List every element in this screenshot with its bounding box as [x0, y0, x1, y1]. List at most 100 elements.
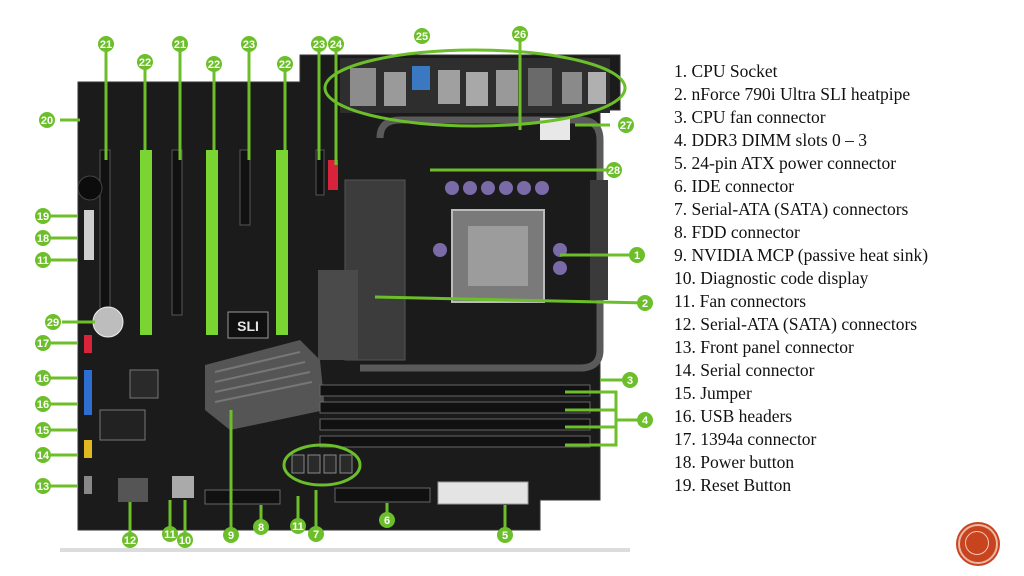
- callout-number: 21: [100, 39, 112, 51]
- callout-marker: [35, 335, 51, 351]
- callout-marker: [290, 518, 306, 534]
- callout-number: 12: [124, 535, 136, 547]
- callout-number: 22: [208, 59, 220, 71]
- legend-item: 17. 1394a connector: [674, 429, 817, 449]
- sli-badge: [227, 311, 269, 339]
- component-legend: 1. CPU Socket 2. nForce 790i Ultra SLI h…: [674, 60, 1014, 497]
- callout-marker: [137, 54, 153, 70]
- callout-number: 28: [608, 165, 620, 177]
- callout-marker: [253, 519, 269, 535]
- callout-marker: [35, 370, 51, 386]
- callout-marker: [512, 26, 528, 42]
- callout-number: 16: [37, 373, 49, 385]
- callout-number: 6: [384, 515, 390, 527]
- callout-marker: [618, 117, 634, 133]
- callout-marker: [172, 36, 188, 52]
- legend-item: 8. FDD connector: [674, 222, 800, 242]
- callout-number: 11: [292, 521, 304, 533]
- mcp-heatsink: [205, 340, 325, 430]
- legend-item: 16. USB headers: [674, 406, 793, 426]
- callout-marker: [35, 230, 51, 246]
- callout-marker: [35, 478, 51, 494]
- ide-connector: [334, 487, 431, 503]
- callout-number: 29: [47, 317, 59, 329]
- callout-number: 27: [620, 120, 632, 132]
- legend-item: 12. Serial-ATA (SATA) connectors: [674, 314, 918, 334]
- callout-marker: [606, 162, 622, 178]
- legend-item: 1. CPU Socket: [674, 61, 778, 81]
- next-slide-button[interactable]: [958, 524, 998, 564]
- callout-marker: [223, 527, 239, 543]
- callout-marker: [308, 526, 324, 542]
- callout-marker: [311, 36, 327, 52]
- fdd-connector: [204, 489, 281, 505]
- legend-item: 11. Fan connectors: [674, 291, 807, 311]
- legend-item: 15. Jumper: [674, 383, 752, 403]
- callout-lines: [43, 40, 646, 538]
- callout-number: 16: [37, 399, 49, 411]
- motherboard-illustration: SLI: [35, 26, 653, 552]
- legend-item: 9. NVIDIA MCP (passive heat sink): [674, 245, 929, 265]
- callout-number: 25: [416, 31, 428, 43]
- legend-item: 6. IDE connector: [674, 176, 795, 196]
- callout-number: 2: [642, 298, 648, 310]
- callout-number: 19: [37, 211, 49, 223]
- legend-item: 4. DDR3 DIMM slots 0 – 3: [674, 130, 868, 150]
- callout-number: 26: [514, 29, 526, 41]
- callout-marker: [35, 422, 51, 438]
- callout-marker: [637, 295, 653, 311]
- motherboard-diagram: SLI: [35, 26, 653, 552]
- legend-item: 5. 24-pin ATX power connector: [674, 153, 897, 173]
- callout-number: 4: [642, 415, 649, 427]
- callout-number: 1: [634, 250, 640, 262]
- callout-marker: [35, 396, 51, 412]
- callout-number: 22: [139, 57, 151, 69]
- callout-marker: [277, 56, 293, 72]
- callout-number: 3: [627, 375, 633, 387]
- callout-number: 21: [174, 39, 186, 51]
- callout-number: 13: [37, 481, 49, 493]
- callout-marker: [328, 36, 344, 52]
- callout-marker: [35, 252, 51, 268]
- callout-number: 22: [279, 59, 291, 71]
- legend-item: 2. nForce 790i Ultra SLI heatpipe: [674, 84, 911, 104]
- legend-item: 10. Diagnostic code display: [674, 268, 869, 288]
- callout-number: 14: [37, 450, 50, 462]
- callout-number: 11: [164, 529, 176, 541]
- callout-marker: [162, 526, 178, 542]
- callout-marker: [35, 447, 51, 463]
- legend-item: 3. CPU fan connector: [674, 107, 826, 127]
- callout-marker: [637, 412, 653, 428]
- callout-number: 23: [243, 39, 255, 51]
- callout-marker: [98, 36, 114, 52]
- legend-item: 18. Power button: [674, 452, 795, 472]
- callout-marker: [629, 247, 645, 263]
- legend-item: 13. Front panel connector: [674, 337, 854, 357]
- callout-marker: [379, 512, 395, 528]
- legend-item: 19. Reset Button: [674, 475, 792, 495]
- legend-item: 7. Serial-ATA (SATA) connectors: [674, 199, 909, 219]
- rear-io-highlight: [323, 48, 627, 128]
- dimm-slots: [319, 384, 591, 448]
- callout-marker: [122, 532, 138, 548]
- callout-marker: [622, 372, 638, 388]
- callout-number: 11: [37, 255, 49, 267]
- callout-marker: [206, 56, 222, 72]
- callout-number: 5: [502, 530, 508, 542]
- callout-number: 24: [330, 39, 343, 51]
- callout-number: 20: [41, 115, 53, 127]
- callout-marker: [39, 112, 55, 128]
- sli-label: SLI: [237, 318, 259, 334]
- callout-number: 15: [37, 425, 49, 437]
- legend-item: 14. Serial connector: [674, 360, 815, 380]
- pcie-slots: [99, 149, 338, 335]
- callout-number: 17: [37, 338, 49, 350]
- callout-number: 18: [37, 233, 49, 245]
- callout-marker: [177, 532, 193, 548]
- callout-number: 7: [313, 529, 319, 541]
- cmos-battery: [92, 306, 124, 338]
- callout-number: 10: [179, 535, 191, 547]
- callout-number: 23: [313, 39, 325, 51]
- callout-marker: [241, 36, 257, 52]
